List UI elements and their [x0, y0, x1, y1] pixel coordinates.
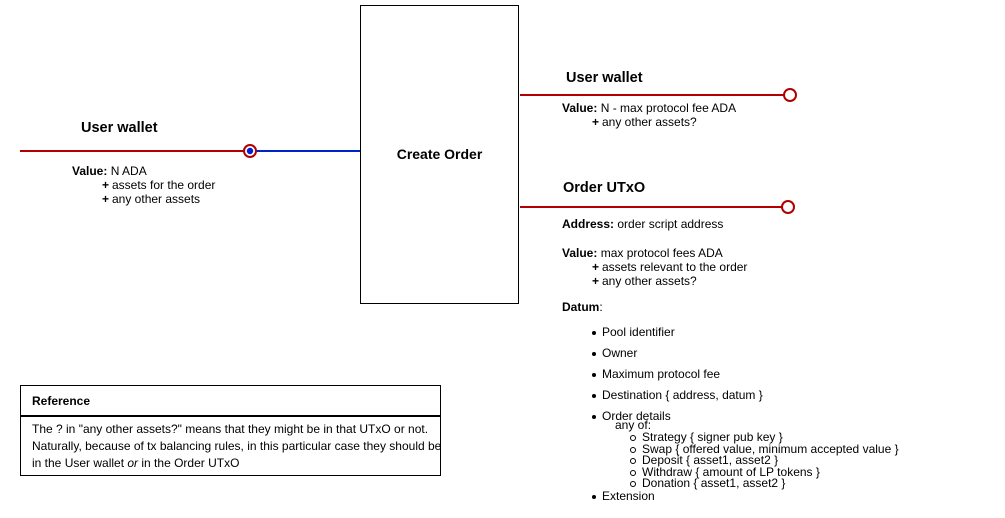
- any-of-label: any of:: [615, 418, 652, 432]
- order-utxo-heading: Order UTxO: [563, 180, 646, 196]
- output-wallet-details: Value: N - max protocol fee ADA +any oth…: [562, 101, 736, 129]
- datum-list-tail: Extension: [592, 489, 655, 503]
- reference-box: [20, 385, 441, 476]
- input-asset-text: assets for the order: [112, 178, 216, 192]
- datum-item: Owner: [592, 346, 763, 367]
- input-wallet-marker-dot: [246, 147, 254, 155]
- input-asset-line: +any other assets: [102, 192, 201, 206]
- order-asset-text: any other assets?: [602, 274, 697, 288]
- output-value-text: N - max protocol fee ADA: [600, 101, 737, 115]
- datum-item: Pool identifier: [592, 325, 763, 346]
- order-choice-item: Swap { offered value, minimum accepted v…: [630, 443, 899, 456]
- input-asset-line: +assets for the order: [102, 178, 216, 192]
- order-choice-list: Strategy { signer pub key } Swap { offer…: [630, 431, 899, 490]
- order-asset-text: assets relevant to the order: [602, 260, 748, 274]
- transaction-box: [360, 5, 519, 304]
- reference-title: Reference: [32, 394, 91, 408]
- input-value-label: Value:: [72, 164, 108, 178]
- order-value-text: max protocol fees ADA: [600, 246, 723, 260]
- output-value-label: Value:: [562, 101, 598, 115]
- datum-item: Destination { address, datum }: [592, 388, 763, 409]
- datum-label: Datum: [562, 300, 600, 314]
- order-choice-item: Strategy { signer pub key }: [630, 431, 899, 444]
- datum-item: Extension: [592, 489, 655, 503]
- order-value-line: Value: max protocol fees ADA: [562, 246, 747, 260]
- datum-colon: :: [599, 300, 603, 314]
- order-address-line: Address: order script address: [562, 217, 723, 231]
- order-asset-line: +any other assets?: [592, 274, 697, 288]
- order-choice-item: Withdraw { amount of LP tokens }: [630, 466, 899, 479]
- datum-list: Pool identifier Owner Maximum protocol f…: [592, 325, 763, 423]
- output-value-line: Value: N - max protocol fee ADA: [562, 101, 736, 115]
- output-asset-line: +any other assets?: [592, 115, 697, 129]
- order-utxo-marker: [781, 200, 795, 214]
- input-value-text: N ADA: [110, 164, 147, 178]
- input-wallet-heading: User wallet: [81, 120, 158, 136]
- datum-item: Maximum protocol fee: [592, 367, 763, 388]
- reference-text-part2: in the Order UTxO: [138, 456, 240, 470]
- reference-text-part1: The ? in "any other assets?" means that …: [32, 422, 442, 470]
- order-address-text: order script address: [617, 217, 724, 231]
- output-asset-text: any other assets?: [602, 115, 697, 129]
- order-choice-item: Donation { asset1, asset2 }: [630, 477, 899, 490]
- datum-heading-line: Datum:: [562, 300, 603, 314]
- reference-divider: [20, 415, 441, 417]
- order-details-label: Order details: [602, 409, 671, 423]
- output-wallet-marker: [783, 88, 797, 102]
- order-address-label: Address:: [562, 217, 615, 231]
- datum-item: Order details: [592, 409, 763, 423]
- reference-text-emphasis: or: [127, 456, 139, 470]
- order-value-label: Value:: [562, 246, 598, 260]
- reference-body: The ? in "any other assets?" means that …: [32, 421, 442, 472]
- output-wallet-heading: User wallet: [566, 70, 643, 86]
- transaction-title: Create Order: [396, 146, 483, 162]
- input-wallet-details: Value: N ADA +assets for the order +any …: [72, 164, 215, 206]
- order-choice-item: Deposit { asset1, asset2 }: [630, 454, 899, 467]
- order-value-block: Value: max protocol fees ADA +assets rel…: [562, 246, 747, 288]
- order-asset-line: +assets relevant to the order: [592, 260, 748, 274]
- input-asset-text: any other assets: [112, 192, 201, 206]
- input-value-line: Value: N ADA: [72, 164, 215, 178]
